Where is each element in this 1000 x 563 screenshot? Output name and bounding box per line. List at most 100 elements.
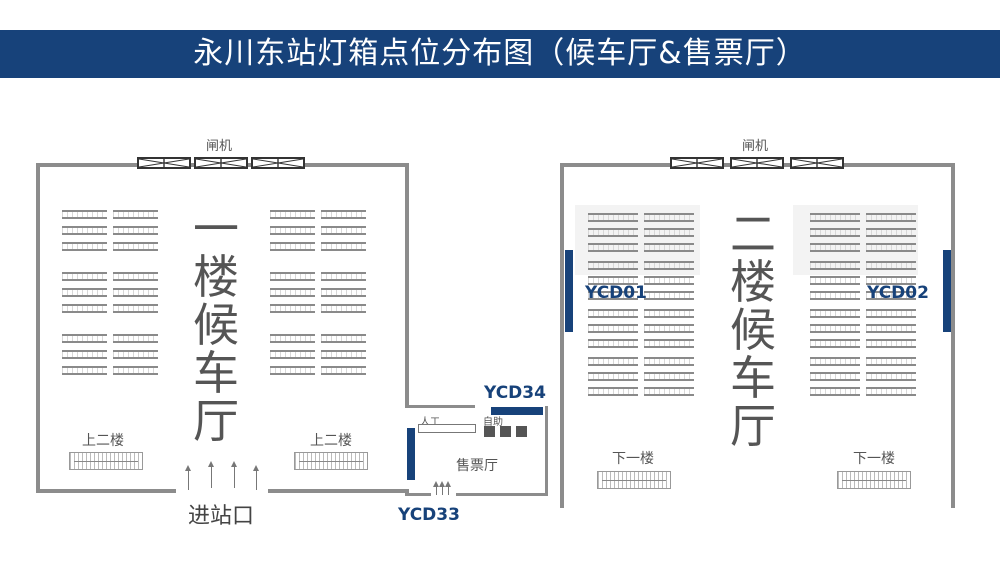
kiosk-icon <box>516 426 527 437</box>
seat-row <box>588 339 638 348</box>
seat-row <box>644 309 694 318</box>
seat-row <box>113 304 158 313</box>
escalator-up-left <box>69 452 143 470</box>
seat-row <box>588 309 638 318</box>
lightbox-ycd33-marker[interactable] <box>407 428 415 480</box>
seat-row <box>62 304 107 313</box>
gate-2 <box>730 157 784 169</box>
escalator-down-right <box>837 471 911 489</box>
entrance-arrow-icon <box>185 465 191 490</box>
seat-row <box>866 357 916 366</box>
seat-row <box>644 213 694 222</box>
seat-row <box>321 304 366 313</box>
seat-row <box>113 288 158 297</box>
seat-row <box>113 366 158 375</box>
stairs-down-label: 下一楼 <box>853 451 895 467</box>
seat-row <box>270 366 315 375</box>
seat-row <box>113 350 158 359</box>
seat-row <box>62 350 107 359</box>
seat-row <box>866 339 916 348</box>
manual-counter-label: 人工 <box>420 417 440 428</box>
wall-left <box>560 163 564 508</box>
page-title: 永川东站灯箱点位分布图（候车厅&售票厅） <box>193 36 807 71</box>
seat-row <box>644 261 694 270</box>
seat-row <box>113 334 158 343</box>
seat-row <box>866 291 916 300</box>
seat-row <box>866 372 916 381</box>
self-service-label: 自助 <box>483 417 503 428</box>
seat-row <box>810 291 860 300</box>
wall-bottom-right <box>268 489 409 493</box>
kiosk-icon <box>484 426 495 437</box>
gates-label: 闸机 <box>206 139 233 154</box>
seat-row <box>62 272 107 281</box>
wall-bottom <box>456 493 548 496</box>
seat-row <box>321 210 366 219</box>
seat-row <box>113 226 158 235</box>
entrance-arrow-icon <box>433 481 439 495</box>
seat-row <box>866 387 916 396</box>
lightbox-ycd34-label: YCD34 <box>484 383 546 403</box>
seat-row <box>810 243 860 252</box>
seat-row <box>588 372 638 381</box>
seat-row <box>321 242 366 251</box>
stairs-down-label: 下一楼 <box>612 451 654 467</box>
gate-2 <box>194 157 248 169</box>
seat-row <box>113 272 158 281</box>
gate-3 <box>790 157 844 169</box>
seat-row <box>644 291 694 300</box>
seat-row <box>866 276 916 285</box>
seat-row <box>810 213 860 222</box>
hall-1f-label: 一 楼 候 车 厅 <box>193 202 239 448</box>
seat-row <box>62 242 107 251</box>
seat-row <box>113 242 158 251</box>
seat-row <box>810 387 860 396</box>
seat-row <box>866 309 916 318</box>
manual-counter <box>418 424 476 433</box>
seat-row <box>588 291 638 300</box>
lightbox-ycd01-marker[interactable] <box>565 250 573 332</box>
seat-row <box>644 372 694 381</box>
entrance-arrow-icon <box>253 465 259 490</box>
seat-row <box>866 324 916 333</box>
seat-row <box>866 243 916 252</box>
seat-row <box>113 210 158 219</box>
seat-row <box>270 226 315 235</box>
seat-row <box>321 226 366 235</box>
lightbox-ycd02-marker[interactable] <box>943 250 951 332</box>
seat-row <box>270 242 315 251</box>
escalator-up-right <box>294 452 368 470</box>
seat-row <box>588 357 638 366</box>
seat-row <box>62 334 107 343</box>
seat-row <box>270 272 315 281</box>
seat-row <box>810 324 860 333</box>
seat-row <box>62 210 107 219</box>
kiosk-icon <box>500 426 511 437</box>
entrance-arrow-icon <box>208 461 214 488</box>
seat-row <box>644 243 694 252</box>
wall-right <box>545 406 548 496</box>
ticket-hall-label: 售票厅 <box>456 458 498 474</box>
lightbox-ycd34-marker[interactable] <box>491 407 543 415</box>
seat-row <box>321 272 366 281</box>
seat-row <box>588 228 638 237</box>
seat-row <box>270 210 315 219</box>
seat-row <box>270 304 315 313</box>
seat-row <box>810 357 860 366</box>
seat-row <box>62 366 107 375</box>
gate-1 <box>670 157 724 169</box>
entrance-arrow-icon <box>439 481 445 495</box>
seat-row <box>644 324 694 333</box>
seat-row <box>810 228 860 237</box>
wall-bottom <box>405 493 431 496</box>
hall-2f-label: 二 楼 候 车 厅 <box>730 207 776 453</box>
seat-row <box>62 288 107 297</box>
seat-row <box>810 309 860 318</box>
seat-row <box>321 288 366 297</box>
seat-row <box>270 334 315 343</box>
entrance-arrow-icon <box>231 461 237 488</box>
seat-row <box>588 243 638 252</box>
seat-row <box>644 357 694 366</box>
gate-3 <box>251 157 305 169</box>
lightbox-ycd02-label: YCD02 <box>867 283 929 303</box>
